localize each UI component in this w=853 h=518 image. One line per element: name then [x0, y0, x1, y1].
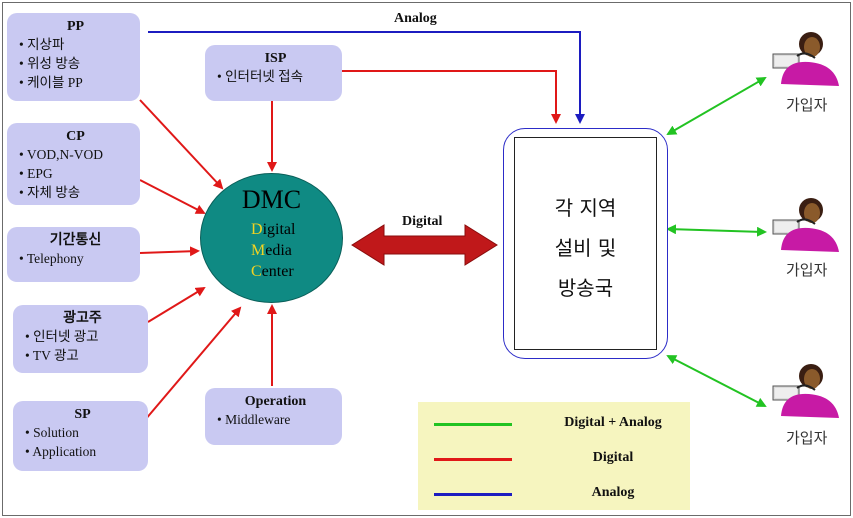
subscriber-label: 가입자 — [786, 429, 828, 447]
legend-label: Digital + Analog — [564, 415, 662, 430]
source-box-isp: ISP 인터터넷 접속 — [205, 45, 342, 101]
digital-double-arrow — [351, 224, 498, 266]
legend-label: Digital — [592, 450, 634, 465]
analog-line-label: Analog — [394, 11, 437, 26]
arrow-telecom-to-dmc — [139, 246, 200, 257]
source-title: ISP — [264, 51, 287, 66]
source-item: Application — [25, 442, 140, 461]
legend-line-red — [434, 458, 512, 461]
source-box-cp: CP VOD,N-VOD EPG 자체 방송 — [7, 123, 140, 205]
source-item: 케이블 PP — [19, 73, 132, 92]
source-title: PP — [66, 19, 85, 34]
arrow-cp-to-dmc — [139, 179, 206, 214]
arrow-isp-to-region — [342, 70, 561, 124]
dmc-line-digital: Digital — [251, 221, 296, 238]
arrow-pp-to-dmc — [139, 99, 224, 190]
regional-facility-box: 각 지역 설비 및 방송국 — [503, 128, 668, 359]
subscriber-label: 가입자 — [786, 96, 828, 114]
source-item: Solution — [25, 423, 140, 442]
source-item: 지상파 — [19, 35, 132, 54]
source-title: Operation — [244, 394, 307, 409]
source-item: VOD,N-VOD — [19, 145, 132, 164]
subscriber-person-icon — [772, 198, 839, 252]
source-title: 광고주 — [63, 311, 102, 326]
digital-arrow-label: Digital — [402, 214, 443, 229]
dmc-title: DMC — [241, 185, 302, 214]
source-item: 자체 방송 — [19, 183, 132, 202]
legend-row-digital: Digital — [418, 447, 690, 471]
legend-row-analog: Analog — [418, 482, 690, 506]
link-region-subscriber-3 — [666, 355, 767, 407]
legend-row-digital-analog: Digital + Analog — [418, 412, 690, 436]
dmc-line-media: Media — [251, 242, 292, 259]
source-item: EPG — [19, 164, 132, 183]
source-item: 위성 방송 — [19, 54, 132, 73]
arrow-sp-to-dmc — [144, 306, 242, 421]
source-title: SP — [74, 407, 91, 422]
source-item: 인터넷 광고 — [25, 327, 140, 346]
legend-line-blue — [434, 493, 512, 496]
source-box-operation: Operation Middleware — [205, 388, 342, 445]
source-item: TV 광고 — [25, 346, 140, 365]
source-box-telecom: 기간통신 Telephony — [7, 227, 140, 282]
link-region-subscriber-1 — [666, 77, 767, 135]
arrow-advertiser-to-dmc — [147, 286, 206, 323]
legend-line-green — [434, 423, 512, 426]
source-box-advertiser: 광고주 인터넷 광고 TV 광고 — [13, 305, 148, 373]
subscriber-person-icon — [772, 32, 839, 86]
source-box-pp: PP 지상파 위성 방송 케이블 PP — [7, 13, 140, 101]
subscriber-label: 가입자 — [786, 261, 828, 279]
subscriber-person-icon — [772, 364, 839, 418]
regional-facility-inner: 각 지역 설비 및 방송국 — [514, 137, 657, 350]
source-title: 기간통신 — [49, 233, 102, 248]
source-item: Middleware — [217, 410, 334, 429]
source-item: 인터터넷 접속 — [217, 67, 334, 86]
link-region-subscriber-2 — [666, 224, 767, 237]
region-line: 각 지역 — [554, 196, 617, 220]
dmc-line-center: Center — [251, 263, 294, 280]
legend: Digital + Analog Digital Analog — [418, 402, 690, 510]
legend-label: Analog — [591, 485, 635, 500]
region-line: 방송국 — [557, 276, 614, 300]
dmc-center-circle: DMC Digital Media Center — [200, 173, 343, 303]
region-line: 설비 및 — [554, 236, 617, 260]
regional-facility-text: 각 지역 설비 및 방송국 — [515, 188, 656, 308]
source-title: CP — [66, 129, 85, 144]
arrow-pp-analog-to-region — [148, 31, 585, 124]
source-item: Telephony — [19, 249, 132, 268]
source-box-sp: SP Solution Application — [13, 401, 148, 471]
